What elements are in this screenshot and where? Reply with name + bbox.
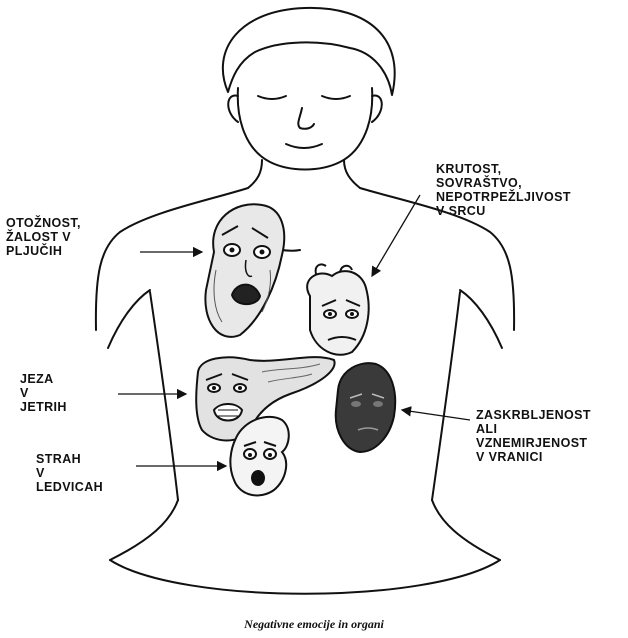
liver-label: JEZA V JETRIH — [20, 372, 67, 414]
lungs-label: OTOŽNOST, ŽALOST V PLJUČIH — [6, 216, 81, 258]
lungs-organ — [205, 204, 284, 337]
heart-label: KRUTOST, SOVRAŠTVO, NEPOTRPEŽLJIVOST V S… — [436, 162, 571, 218]
arrow-spleen — [402, 410, 470, 420]
spleen-organ — [336, 363, 395, 452]
kidneys-label: STRAH V LEDVICAH — [36, 452, 103, 494]
heart-organ — [307, 264, 369, 354]
spleen-label: ZASKRBLJENOST ALI VZNEMIRJENOST V VRANIC… — [476, 408, 591, 464]
arrow-heart — [372, 195, 420, 276]
body-outline — [96, 8, 514, 594]
arrows — [118, 195, 470, 466]
figure-caption: Negativne emocije in organi — [0, 617, 628, 632]
